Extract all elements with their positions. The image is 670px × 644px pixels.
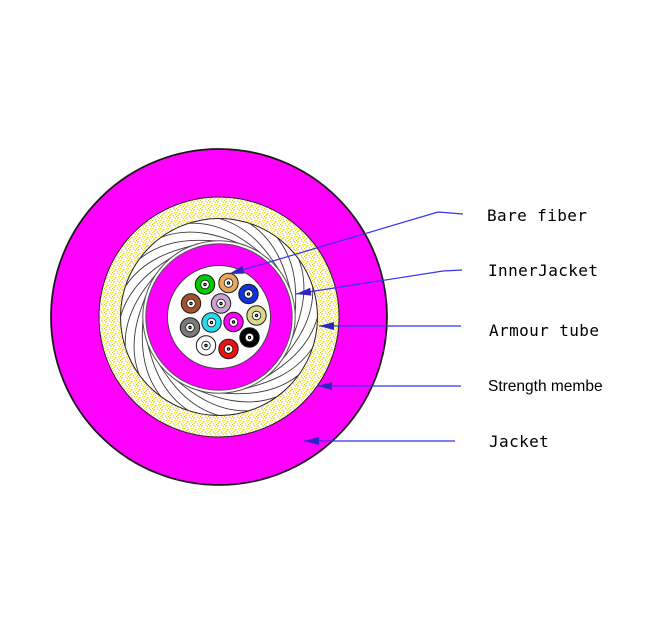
armour-blade — [281, 286, 314, 360]
fiber-core-pin — [204, 283, 206, 286]
fiber-core-pin — [190, 302, 192, 305]
armour-blade — [265, 316, 318, 378]
callout-label-jacket: Jacket — [489, 432, 549, 451]
armour-blade — [133, 295, 147, 376]
fiber-violet — [210, 293, 232, 314]
leader-line-bare-fiber — [228, 211, 464, 275]
fiber-yellow — [246, 305, 267, 326]
callout-label-inner-jacket: InnerJacket — [488, 261, 598, 280]
fiber-core-pin — [248, 336, 251, 339]
armour-blade — [188, 222, 262, 255]
armour-blade — [221, 374, 299, 395]
fiber-red — [218, 338, 239, 360]
fiber-core-pin — [227, 282, 230, 284]
fiber-core-pin — [210, 321, 213, 324]
fibers-group — [179, 272, 267, 360]
leader-arrowhead-armour-tube-icon — [319, 322, 334, 330]
leader-arrowhead-inner-jacket-icon — [296, 287, 312, 296]
armour-blade — [139, 239, 217, 260]
fiber-orange — [218, 272, 239, 294]
fiber-core-pin — [255, 314, 258, 317]
callout-label-armour-tube: Armour tube — [489, 321, 599, 340]
armour-blade — [124, 274, 157, 348]
fiber-aqua — [201, 312, 222, 333]
fiber-core-pin — [205, 344, 207, 347]
leader-line-inner-jacket — [295, 269, 463, 295]
armour-blade — [146, 342, 189, 412]
fiber-green — [194, 274, 216, 295]
armour-blade — [276, 237, 297, 315]
armour-blade — [176, 379, 250, 412]
fiber-slate-gray — [179, 317, 201, 338]
fiber-core-pin — [220, 302, 222, 305]
leader-arrowhead-jacket-icon — [304, 437, 319, 445]
armour-blade — [197, 389, 278, 403]
callout-label-strength-member: Strength membe — [488, 378, 603, 395]
leader-arrowhead-strength-member-icon — [317, 382, 332, 390]
fiber-blue — [238, 283, 259, 305]
fiber-core-pin — [247, 293, 250, 295]
armour-blade — [244, 347, 314, 390]
armour-blades-group — [120, 218, 318, 416]
armour-blade — [124, 244, 194, 287]
armour-blade — [158, 363, 220, 416]
armour-blade — [120, 256, 173, 318]
callout-label-bare-fiber: Bare fiber — [487, 206, 587, 225]
fiber-core-pin — [232, 321, 235, 323]
fiber-rose-magenta — [223, 311, 244, 333]
armour-blade — [141, 319, 162, 397]
armour-blade — [160, 231, 241, 245]
fiber-white — [195, 335, 217, 356]
leader-arrowhead-bare-fiber-icon — [229, 265, 245, 274]
armour-blade — [218, 218, 280, 271]
fiber-core-pin — [227, 348, 230, 350]
callout-leaders — [228, 211, 464, 445]
fiber-core-pin — [189, 326, 191, 329]
fiber-brown — [180, 293, 202, 314]
armour-blade — [249, 222, 292, 292]
fiber-black — [239, 327, 260, 348]
armour-blade — [291, 258, 305, 339]
